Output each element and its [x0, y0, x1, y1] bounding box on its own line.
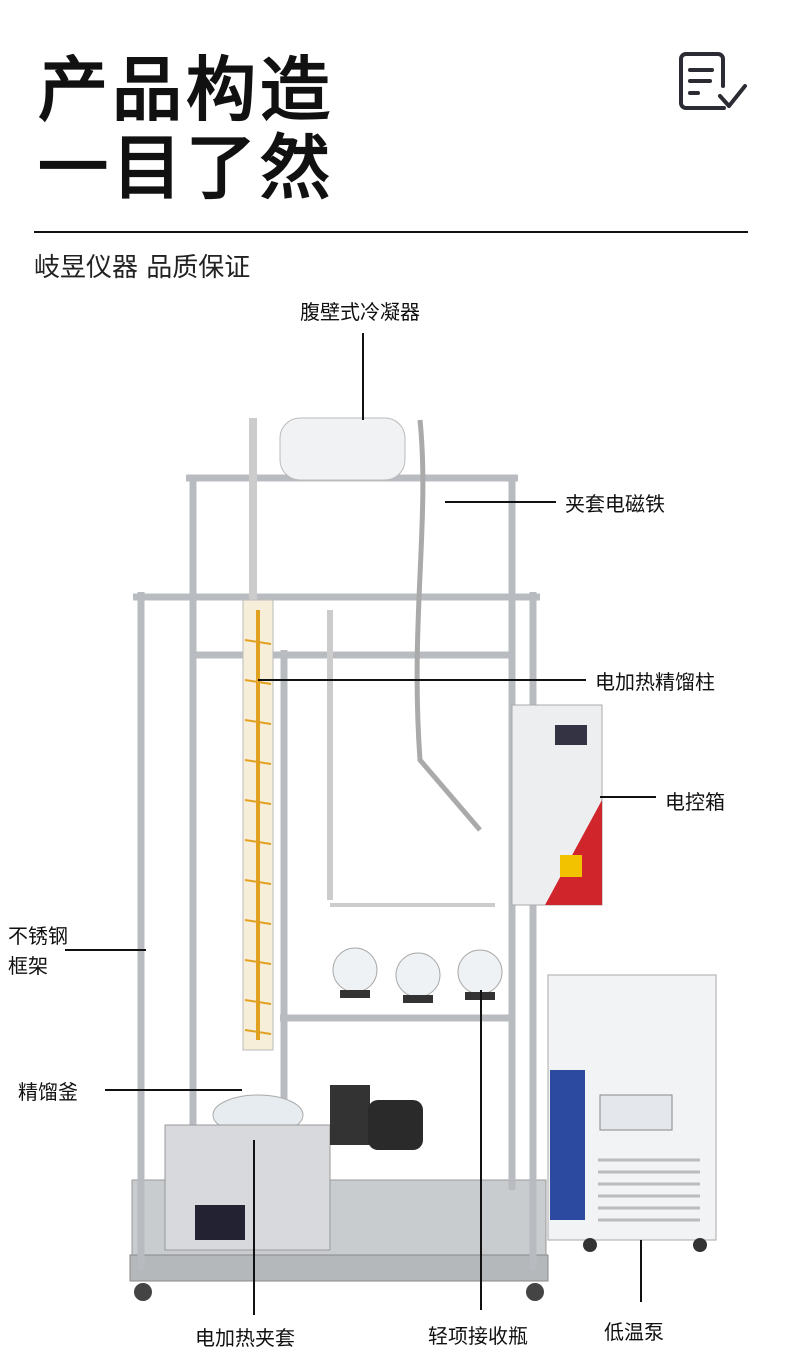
- label-receiver-flask: 轻项接收瓶: [428, 1324, 528, 1348]
- label-frame-line2: 框架: [8, 954, 48, 978]
- label-heated-column: 电加热精馏柱: [595, 670, 715, 694]
- receiver-flasks: [332, 947, 503, 998]
- label-condenser: 腹壁式冷凝器: [300, 300, 420, 324]
- label-chiller: 低温泵: [604, 1320, 664, 1344]
- page-title-line2: 一目了然: [38, 127, 334, 209]
- vacuum-pump: [330, 1085, 370, 1145]
- callout-lines: [65, 333, 656, 1315]
- header-divider: [34, 231, 748, 233]
- heating-mantle-box: [164, 1124, 331, 1251]
- label-control-box: 电控箱: [665, 790, 725, 814]
- label-still-pot: 精馏釜: [18, 1080, 78, 1104]
- page-subtitle: 岐昱仪器 品质保证: [34, 253, 251, 283]
- label-heating-mantle: 电加热夹套: [195, 1326, 295, 1350]
- label-jacket-magnet: 夹套电磁铁: [565, 492, 665, 516]
- document-check-icon: [679, 52, 747, 110]
- condenser: [279, 417, 406, 481]
- stainless-frame: [133, 474, 540, 1270]
- wheels: [134, 1283, 544, 1301]
- label-frame-line1: 不锈钢: [8, 924, 68, 948]
- page-title-line1: 产品构造: [38, 49, 334, 131]
